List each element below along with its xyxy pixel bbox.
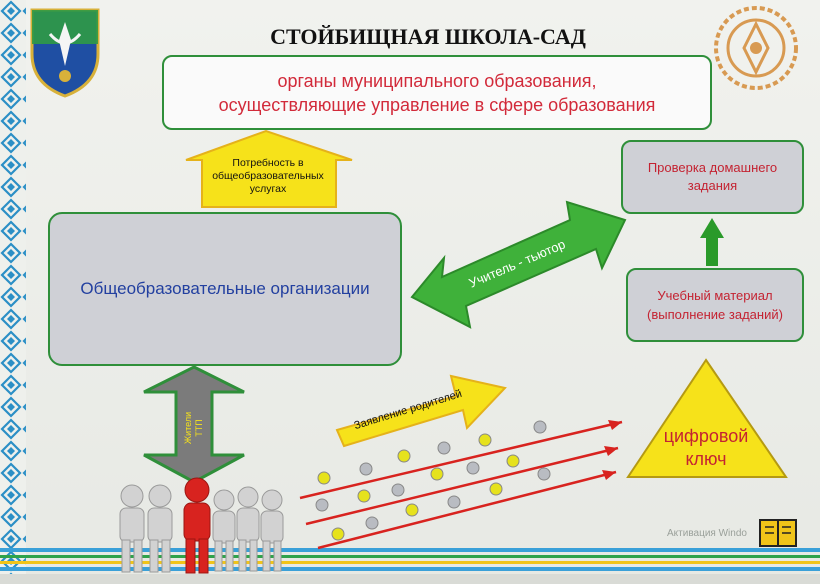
dots-group — [315, 420, 551, 541]
need-label-line-2: общеобразовательных — [212, 170, 324, 182]
flow-line-3 — [317, 470, 617, 550]
residents-line-2: ТТП — [194, 419, 204, 437]
flow-line-2 — [305, 446, 619, 526]
need-label-line-3: услугах — [249, 183, 287, 195]
flow-line-1 — [299, 420, 623, 500]
digital-key-line-2: ключ — [685, 449, 727, 469]
digital-key-line-1: цифровой — [663, 426, 749, 446]
parents-arrow — [335, 374, 507, 448]
material-line-1: Учебный материал — [657, 288, 773, 303]
digital-key-label: цифровой ключ — [650, 425, 762, 471]
material-up-arrow — [700, 218, 724, 266]
digital-key-triangle — [626, 358, 788, 478]
residents-arrow-label: Жители ТТП — [183, 388, 205, 468]
book-icon — [759, 519, 797, 547]
educational-organizations-box: Общеобразовательные организации — [48, 212, 402, 366]
org-box-label: Общеобразовательные организации — [80, 279, 370, 298]
residents-line-1: Жители — [183, 411, 193, 445]
activation-watermark: Активация Windo — [667, 528, 747, 539]
check-line-2: задания — [687, 178, 738, 193]
learning-material-box: Учебный материал (выполнение заданий) — [626, 268, 804, 342]
coat-of-arms-icon — [30, 8, 100, 98]
municipal-line-2: осуществляющие управление в сфере образо… — [218, 94, 656, 115]
municipal-authorities-box: органы муниципального образования, осуще… — [162, 55, 712, 130]
need-arrow-label: Потребность в общеобразовательных услуга… — [204, 157, 332, 196]
ornament-emblem-icon — [714, 6, 798, 90]
page-title: СТОЙБИЩНАЯ ШКОЛА-САД — [270, 24, 586, 49]
need-up-arrow — [185, 129, 353, 208]
tutor-double-arrow — [410, 200, 627, 329]
municipal-line-1: органы муниципального образования, — [277, 70, 597, 91]
material-line-2: (выполнение заданий) — [647, 307, 783, 322]
homework-check-box: Проверка домашнего задания — [621, 140, 804, 214]
check-line-1: Проверка домашнего — [647, 160, 778, 175]
people-group-icon — [119, 477, 284, 574]
need-label-line-1: Потребность в — [232, 157, 304, 169]
